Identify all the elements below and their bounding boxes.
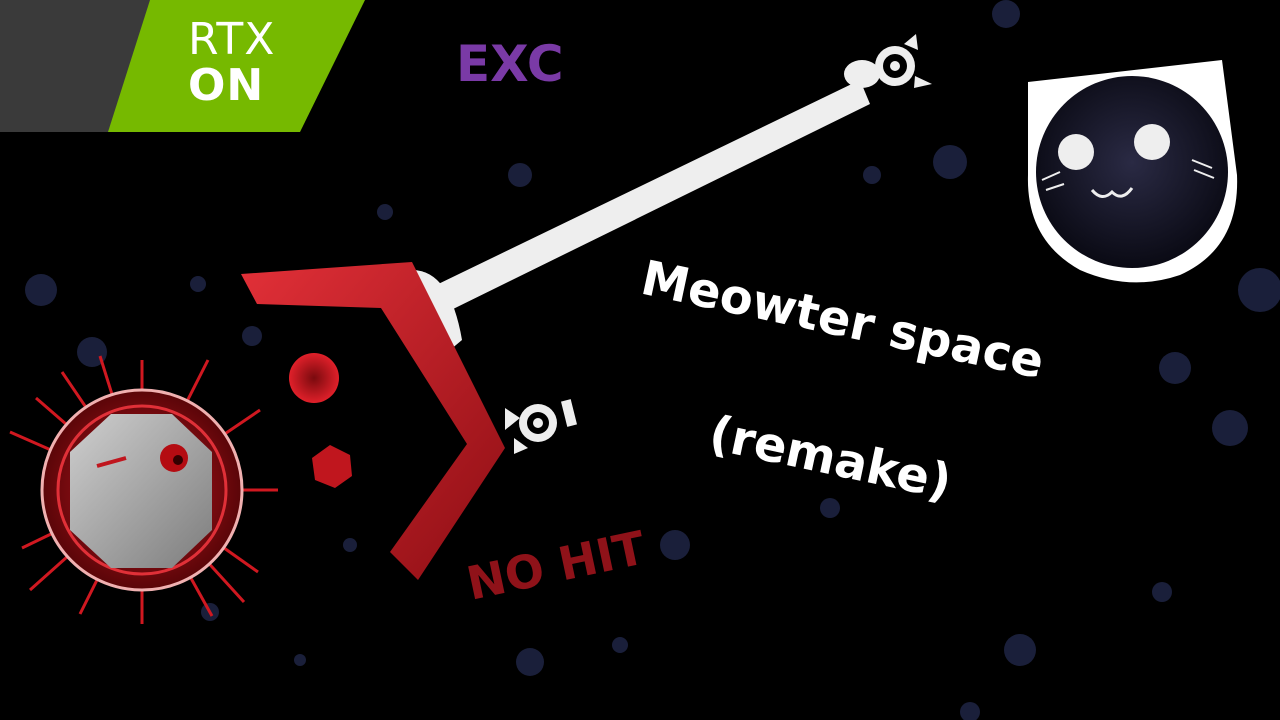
- player-ship-icon: [875, 34, 932, 88]
- chevron-hazard: [241, 262, 505, 580]
- player-ship-small-icon: [505, 399, 577, 454]
- background-stars: [25, 0, 1280, 720]
- badge-rtx-label: RTX: [188, 14, 276, 65]
- cat-face-icon: [1027, 60, 1238, 283]
- badge-on-label: ON: [188, 60, 265, 111]
- red-orb: [289, 353, 339, 403]
- red-hexagon: [312, 445, 352, 488]
- boss-sphere-icon: [9, 355, 278, 624]
- difficulty-label: EXC: [456, 35, 564, 93]
